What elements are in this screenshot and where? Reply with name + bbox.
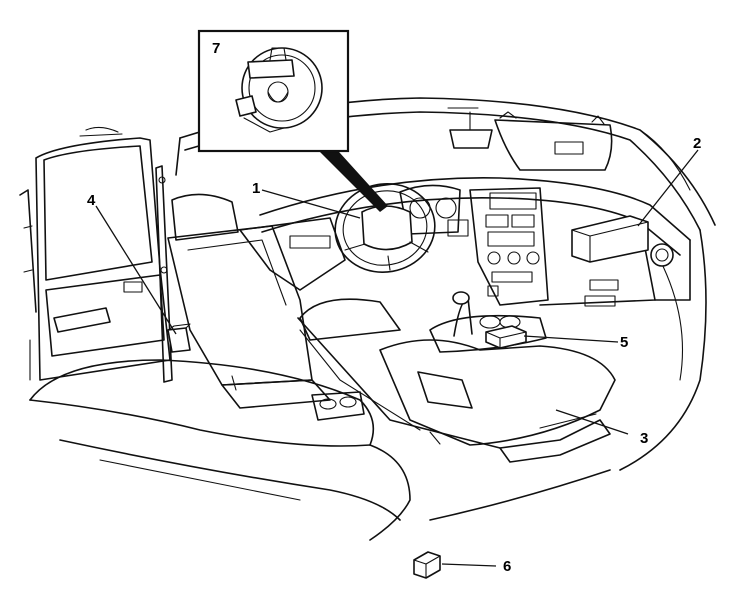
callout-2: 2 bbox=[693, 135, 701, 152]
floor bbox=[429, 469, 611, 521]
separate-sensor-part bbox=[413, 551, 441, 579]
callout-7: 7 bbox=[212, 40, 220, 57]
driver-door-trim bbox=[239, 217, 346, 291]
rear-view-mirror bbox=[447, 107, 493, 149]
side-airbag-sensor bbox=[167, 323, 191, 353]
driver-seat bbox=[167, 193, 331, 409]
rear-seat bbox=[29, 359, 411, 541]
driver-door bbox=[19, 126, 171, 381]
driver-airbag-module bbox=[361, 205, 413, 251]
floor-cupholder bbox=[311, 391, 365, 421]
callout-5: 5 bbox=[620, 334, 628, 351]
callout-6: 6 bbox=[503, 558, 511, 575]
seat-airbag-label bbox=[417, 371, 473, 409]
center-console bbox=[429, 291, 547, 353]
sun-visor bbox=[494, 111, 613, 171]
passenger-airbag-module bbox=[571, 215, 649, 263]
airbag-control-unit bbox=[485, 325, 527, 349]
leader-lines bbox=[95, 149, 699, 567]
callout-1: 1 bbox=[252, 180, 260, 197]
spiral-cable-detail-box bbox=[197, 29, 350, 153]
spiral-cable-arrow bbox=[318, 142, 388, 212]
callout-3: 3 bbox=[640, 430, 648, 447]
passenger-seat bbox=[297, 298, 616, 463]
callout-4: 4 bbox=[87, 192, 96, 209]
cabin-frame bbox=[175, 97, 716, 471]
